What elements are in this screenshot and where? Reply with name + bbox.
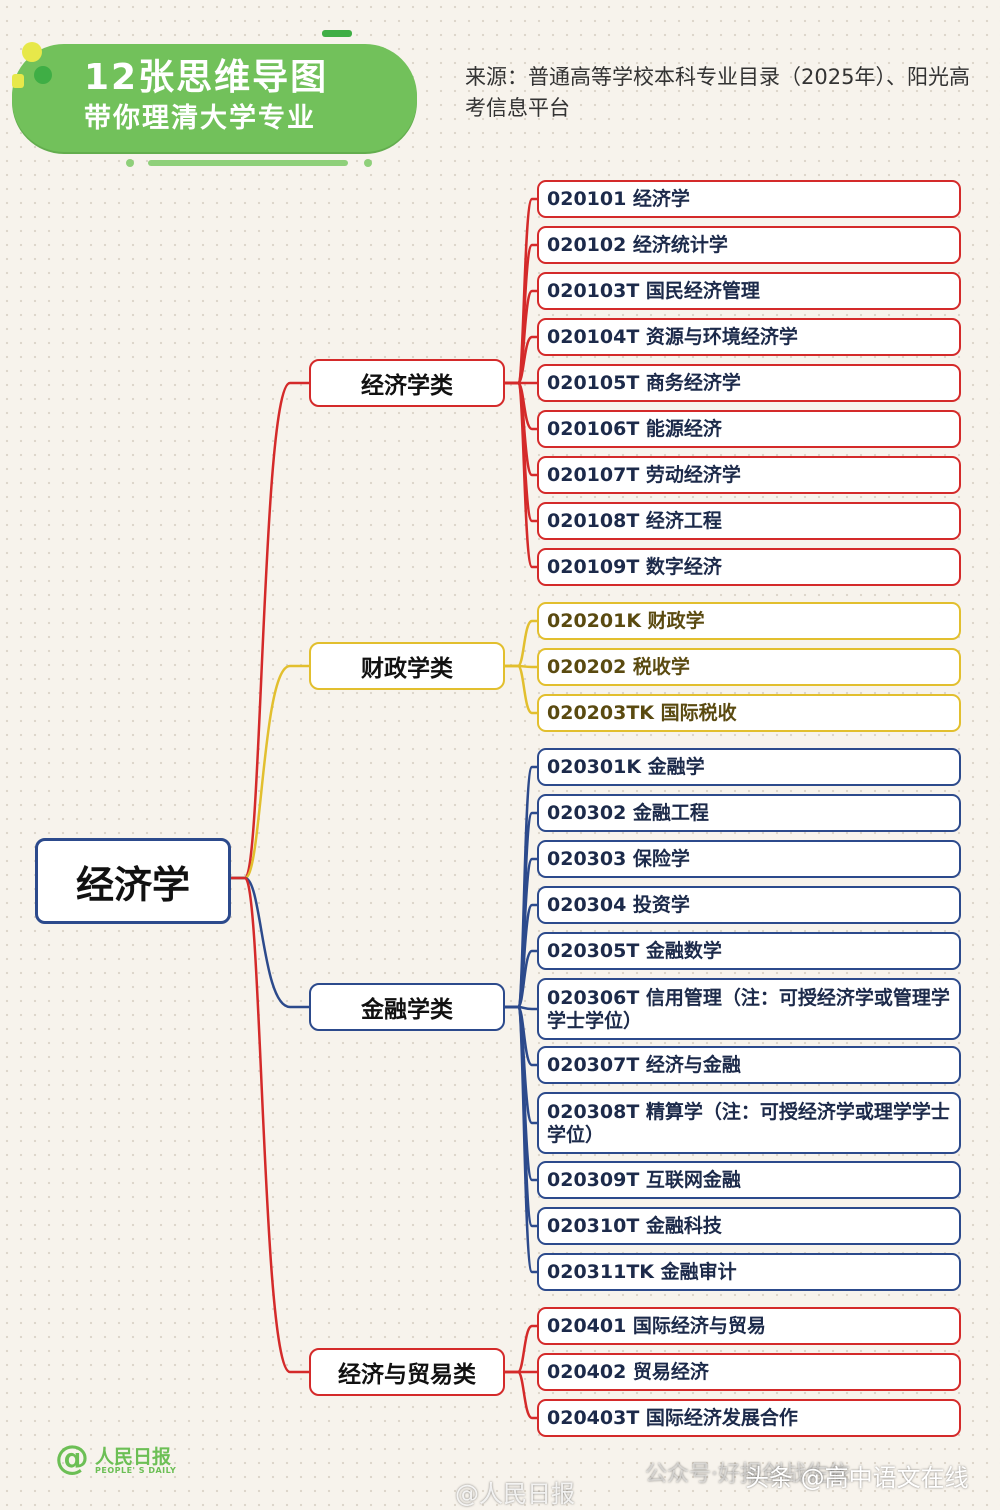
major-label: 020401 国际经济与贸易 [547, 1315, 766, 1337]
major-item: 020302 金融工程 [537, 794, 961, 832]
major-label: 020402 贸易经济 [547, 1361, 709, 1383]
decor-bar-top [322, 30, 352, 37]
major-label: 020104T 资源与环境经济学 [547, 326, 798, 348]
major-item: 020402 贸易经济 [537, 1353, 961, 1391]
major-item: 020303 保险学 [537, 840, 961, 878]
category-to-item-line [505, 381, 537, 569]
watermark-wechat: 公众号·好报创战佐依 [645, 1462, 850, 1487]
watermark-weibo: @人民日报 [455, 1480, 575, 1508]
major-item: 020305T 金融数学 [537, 932, 961, 970]
major-label: 020304 投资学 [547, 894, 690, 916]
major-label: 020310T 金融科技 [547, 1215, 722, 1237]
major-item: 020401 国际经济与贸易 [537, 1307, 961, 1345]
root-to-category-line [228, 876, 309, 1009]
logo-subtitle: PEOPLE' S DAILY [95, 1466, 177, 1475]
decor-bar-bottom [148, 160, 348, 166]
watermark-toutiao: 头条 @高中语文在线 [745, 1464, 969, 1492]
source-note: 来源：普通高等学校本科专业目录（2025年）、阳光高考信息平台 [465, 65, 970, 120]
decor-dot-yellow [22, 42, 42, 62]
major-item: 020109T 数字经济 [537, 548, 961, 586]
category-to-item-line [505, 664, 537, 715]
title-banner [12, 44, 417, 152]
major-label: 020301K 金融学 [547, 756, 705, 778]
decor-square-yellow [12, 74, 24, 88]
root-to-category-line [228, 876, 309, 1374]
decor-dot-green [34, 66, 52, 84]
major-item: 020202 税收学 [537, 648, 961, 686]
major-item: 020304 投资学 [537, 886, 961, 924]
decor-dot-small-right [364, 159, 372, 167]
major-label: 020203TK 国际税收 [547, 702, 737, 724]
major-label: 020103T 国民经济管理 [547, 280, 760, 302]
major-item: 020403T 国际经济发展合作 [537, 1399, 961, 1437]
major-label: 020306T 信用管理（注：可授经济学或管理学学士学位） [547, 986, 950, 1032]
category-to-item-line [505, 1370, 537, 1420]
major-item: 020106T 能源经济 [537, 410, 961, 448]
major-label: 020109T 数字经济 [547, 556, 722, 578]
root-to-category-line [228, 664, 309, 880]
major-item: 020310T 金融科技 [537, 1207, 961, 1245]
major-label: 020101 经济学 [547, 188, 690, 210]
logo-name: 人民日报 [95, 1446, 172, 1468]
category-node: 金融学类 [309, 983, 505, 1031]
major-item: 020301K 金融学 [537, 748, 961, 786]
major-item: 020105T 商务经济学 [537, 364, 961, 402]
major-label: 020108T 经济工程 [547, 510, 722, 532]
major-label: 020107T 劳动经济学 [547, 464, 741, 486]
major-item: 020309T 互联网金融 [537, 1161, 961, 1199]
major-label: 020201K 财政学 [547, 610, 705, 632]
major-item: 020101 经济学 [537, 180, 961, 218]
root-node: 经济学 [35, 838, 231, 924]
major-label: 020202 税收学 [547, 656, 690, 678]
major-item: 020103T 国民经济管理 [537, 272, 961, 310]
major-item: 020307T 经济与金融 [537, 1046, 961, 1084]
major-label: 020106T 能源经济 [547, 418, 722, 440]
major-item: 020306T 信用管理（注：可授经济学或管理学学士学位） [537, 978, 961, 1040]
major-item: 020201K 财政学 [537, 602, 961, 640]
major-item: 020311TK 金融审计 [537, 1253, 961, 1291]
major-item: 020102 经济统计学 [537, 226, 961, 264]
major-item: 020108T 经济工程 [537, 502, 961, 540]
major-label: 020311TK 金融审计 [547, 1261, 737, 1283]
major-label: 020302 金融工程 [547, 802, 709, 824]
major-label: 020308T 精算学（注：可授经济学或理学学士学位） [547, 1100, 950, 1146]
banner-title: 12张思维导图 [84, 57, 329, 98]
root-to-category-line [228, 381, 309, 880]
category-node: 财政学类 [309, 642, 505, 690]
logo-at-icon: @ [55, 1438, 89, 1478]
major-label: 020307T 经济与金融 [547, 1054, 741, 1076]
major-label: 020102 经济统计学 [547, 234, 728, 256]
major-label: 020105T 商务经济学 [547, 372, 741, 394]
major-item: 020308T 精算学（注：可授经济学或理学学士学位） [537, 1092, 961, 1154]
decor-dot-small-left [126, 159, 134, 167]
major-label: 020309T 互联网金融 [547, 1169, 741, 1191]
major-item: 020203TK 国际税收 [537, 694, 961, 732]
major-item: 020104T 资源与环境经济学 [537, 318, 961, 356]
major-item: 020107T 劳动经济学 [537, 456, 961, 494]
major-label: 020303 保险学 [547, 848, 690, 870]
category-node: 经济学类 [309, 359, 505, 407]
category-to-item-line [505, 619, 537, 668]
banner-subtitle: 带你理清大学专业 [84, 103, 316, 134]
category-to-item-line [505, 1324, 537, 1374]
major-label: 020305T 金融数学 [547, 940, 722, 962]
category-node: 经济与贸易类 [309, 1348, 505, 1396]
major-label: 020403T 国际经济发展合作 [547, 1407, 798, 1429]
category-to-item-line [505, 1005, 537, 1274]
peoples-daily-logo: @ 人民日报 PEOPLE' S DAILY [55, 1438, 205, 1480]
